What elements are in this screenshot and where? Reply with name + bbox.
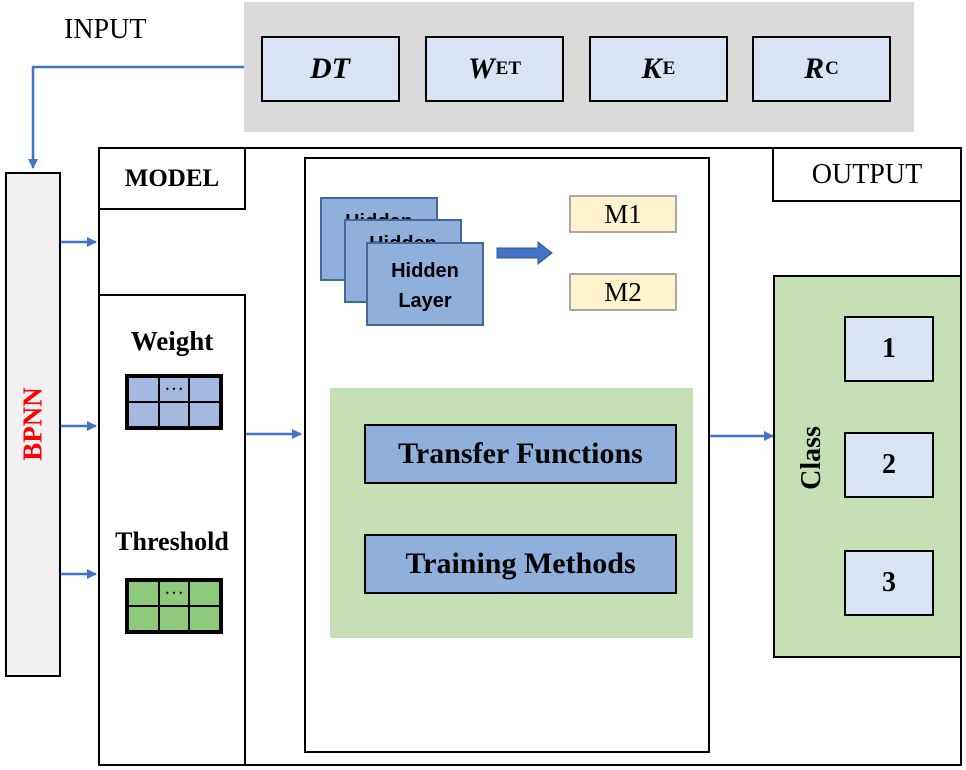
hidden-layer-front: Hidden Layer xyxy=(366,242,484,326)
bpnn-bar xyxy=(5,172,61,677)
class-3-box: 3 xyxy=(844,550,934,616)
weight-label: Weight xyxy=(130,326,214,356)
transfer-functions-box: Transfer Functions xyxy=(364,424,677,484)
input-to-bpnn-arrow xyxy=(28,65,244,169)
weight-matrix-icon: … xyxy=(125,374,223,430)
output-m2: M2 xyxy=(569,273,677,311)
input-label: INPUT xyxy=(64,14,147,45)
class-1-box: 1 xyxy=(844,316,934,382)
input-param-dt: DT xyxy=(261,36,400,102)
output-m1: M1 xyxy=(569,195,677,233)
model-label: MODEL xyxy=(98,147,246,210)
weight-ellipsis: … xyxy=(158,374,190,402)
class-2-box: 2 xyxy=(844,432,934,498)
parameter-box xyxy=(98,294,246,766)
training-methods-box: Training Methods xyxy=(364,534,677,594)
hidden-to-outputs-arrow xyxy=(496,240,553,266)
threshold-ellipsis: … xyxy=(158,578,190,606)
output-label: OUTPUT xyxy=(772,147,962,202)
threshold-matrix-icon: … xyxy=(125,578,223,634)
threshold-label: Threshold xyxy=(115,527,229,556)
